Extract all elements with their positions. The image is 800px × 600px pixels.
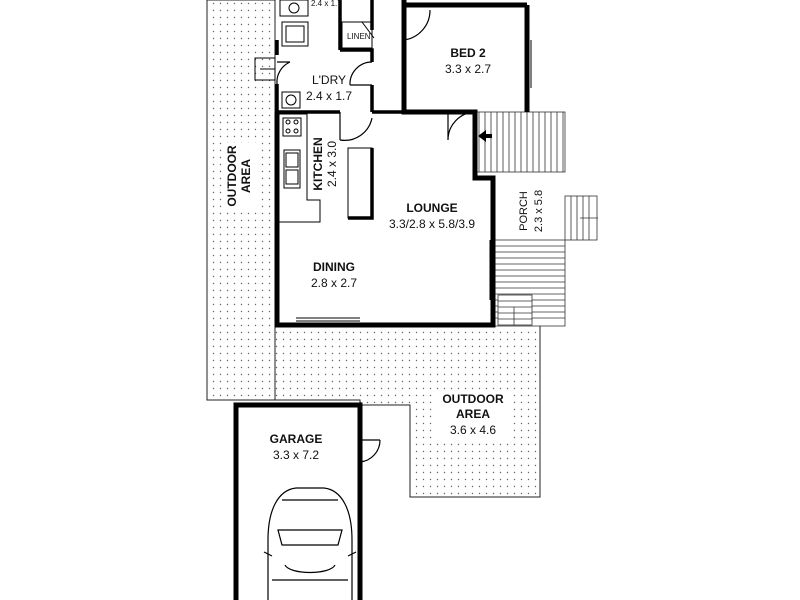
outdoor-left-line2: AREA — [239, 159, 253, 193]
outdoor-left-line1: OUTDOOR — [225, 145, 239, 207]
garage-name: GARAGE — [270, 432, 323, 446]
laundry-fixtures — [254, 21, 309, 109]
outdoor-left-label-box — [222, 143, 258, 209]
linen-label: LINEN — [347, 32, 371, 41]
kitchen-name: KITCHEN — [311, 137, 325, 190]
laundry-name: L'DRY — [312, 73, 346, 87]
dining-dimension: 2.8 x 2.7 — [311, 276, 357, 290]
garage-walls — [233, 402, 363, 600]
linen-cupboard — [341, 21, 375, 49]
outdoor-right-label-box — [436, 390, 510, 440]
entry-arrow-icon — [478, 130, 492, 142]
outdoor-right-line2: AREA — [456, 407, 490, 421]
bed2-window — [526, 40, 532, 88]
dining-name: DINING — [313, 260, 355, 274]
porch-name: PORCH — [518, 191, 530, 231]
kitchen-bench — [279, 113, 373, 223]
outdoor-right-dimension: 3.6 x 4.6 — [450, 423, 496, 437]
outdoor-area-right-paving — [274, 324, 541, 498]
porch-dimension: 2.3 x 5.8 — [533, 190, 545, 232]
outdoor-right-line1: OUTDOOR — [442, 392, 504, 406]
porch-decking — [474, 111, 598, 327]
top-room-dimension: 2.4 x 1.7 — [311, 0, 342, 8]
laundry-dimension: 2.4 x 1.7 — [306, 89, 352, 103]
car-icon — [263, 487, 357, 600]
bed2-name: BED 2 — [450, 46, 486, 60]
interior-walls — [275, 0, 404, 220]
door-swings — [276, 9, 476, 463]
dining-window — [296, 240, 491, 322]
kitchen-dimension: 2.4 x 3.0 — [325, 141, 339, 187]
lounge-name: LOUNGE — [406, 201, 457, 215]
toilet-fixture — [279, 0, 309, 17]
lounge-dimension: 3.3/2.8 x 5.8/3.9 — [389, 217, 475, 231]
bed2-dimension: 3.3 x 2.7 — [445, 62, 491, 76]
porch-label-box — [513, 184, 547, 238]
garage-dimension: 3.3 x 7.2 — [273, 448, 319, 462]
